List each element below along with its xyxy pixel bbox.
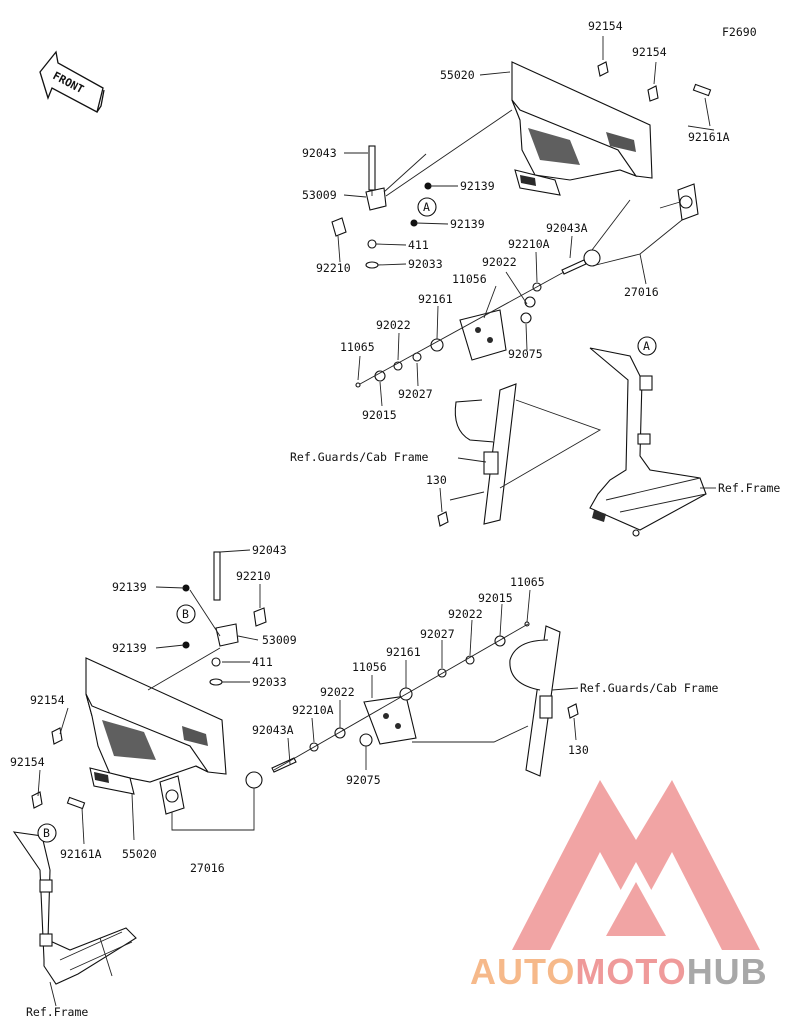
label-92043a-lower: 92043A <box>252 723 294 737</box>
label-130-lower: 130 <box>568 743 589 757</box>
callout-b-frame <box>37 823 57 843</box>
vehicle-frame-lower <box>12 831 137 985</box>
label-92022-lower-1: 92022 <box>448 607 483 621</box>
label-92139-upper-1: 92139 <box>460 179 495 193</box>
box-55020-lower <box>85 657 227 795</box>
label-92043-lower: 92043 <box>252 543 287 557</box>
label-27016-upper: 27016 <box>624 285 659 299</box>
box-55020-upper <box>511 61 653 196</box>
label-92161-lower: 92161 <box>386 645 421 659</box>
label-92075-lower: 92075 <box>346 773 381 787</box>
label-11065-lower: 11065 <box>510 575 545 589</box>
label-ref-frame-lower: Ref.Frame <box>26 1005 88 1019</box>
label-92022-lower-2: 92022 <box>320 685 355 699</box>
label-55020-upper: 55020 <box>440 68 475 82</box>
label-92022-upper-1: 92022 <box>482 255 517 269</box>
watermark-moto: MOTO <box>575 951 686 992</box>
label-92075-upper: 92075 <box>508 347 543 361</box>
cab-frame-lower <box>412 625 579 777</box>
label-92154-lower-1: 92154 <box>30 693 65 707</box>
label-92027-upper: 92027 <box>398 387 433 401</box>
clip-92161a-lower <box>66 796 86 810</box>
upper-assembly: A <box>290 19 780 537</box>
label-11065-upper: 11065 <box>340 340 375 354</box>
label-411-lower: 411 <box>252 655 273 669</box>
label-27016-lower: 27016 <box>190 861 225 875</box>
callout-b-frame-label: B <box>43 826 50 840</box>
label-53009-lower: 53009 <box>262 633 297 647</box>
callout-a-frame-label: A <box>643 339 650 353</box>
svg-text:AUTOMOTOHUB: AUTOMOTOHUB <box>470 951 768 992</box>
handle-27016-lower <box>159 771 263 831</box>
watermark-hub: HUB <box>687 951 768 992</box>
label-53009-upper: 53009 <box>302 188 337 202</box>
label-55020-lower: 55020 <box>122 847 157 861</box>
label-92154-upper-2: 92154 <box>632 45 667 59</box>
label-92161-upper: 92161 <box>418 292 453 306</box>
label-92154-lower-2: 92154 <box>10 755 45 769</box>
label-92154-upper-1: 92154 <box>588 19 623 33</box>
callout-a-frame <box>637 336 657 356</box>
label-92210a-upper: 92210A <box>508 237 550 251</box>
label-92161a-lower: 92161A <box>60 847 102 861</box>
label-130-upper: 130 <box>426 473 447 487</box>
screw-92154-lower-a <box>51 727 63 745</box>
label-92210-upper: 92210 <box>316 261 351 275</box>
screw-92154-lower-b <box>31 791 43 809</box>
callout-b-lower-label: B <box>182 607 189 621</box>
label-92139-upper-2: 92139 <box>450 217 485 231</box>
label-92015-upper: 92015 <box>362 408 397 422</box>
callout-a-upper <box>417 197 437 217</box>
label-92139-lower-2: 92139 <box>112 641 147 655</box>
label-92015-lower: 92015 <box>478 591 513 605</box>
hinge-chain-lower <box>271 621 530 773</box>
label-92139-lower-1: 92139 <box>112 580 147 594</box>
label-11056-lower: 11056 <box>352 660 387 674</box>
screw-92154-upper-b <box>647 61 659 102</box>
leaders-lower <box>37 549 579 1007</box>
label-92161a-upper: 92161A <box>688 130 730 144</box>
label-92043-upper: 92043 <box>302 146 337 160</box>
cab-frame-upper <box>437 383 602 527</box>
label-ref-frame-upper: Ref.Frame <box>718 481 780 495</box>
watermark-auto: AUTO <box>470 951 575 992</box>
lower-assembly: B <box>10 543 719 1019</box>
handle-27016-upper <box>583 183 699 267</box>
leaders-upper <box>337 71 716 513</box>
label-92022-upper-2: 92022 <box>376 318 411 332</box>
label-92033-upper: 92033 <box>408 257 443 271</box>
hinge-53009-upper <box>331 109 513 269</box>
callout-a-upper-label: A <box>423 200 430 214</box>
diagram-code: F2690 <box>722 25 757 39</box>
label-92210a-lower: 92210A <box>292 703 334 717</box>
clip-92161a-upper <box>692 83 712 97</box>
label-ref-guards-upper: Ref.Guards/Cab Frame <box>290 450 429 464</box>
label-92033-lower: 92033 <box>252 675 287 689</box>
callout-b-lower <box>176 604 196 624</box>
vehicle-frame-upper <box>589 347 707 537</box>
label-11056-upper: 11056 <box>452 272 487 286</box>
label-92043a-upper: 92043A <box>546 221 588 235</box>
hinge-chain-upper <box>355 259 587 388</box>
automotohub-logo: AUTOMOTOHUB <box>470 780 768 992</box>
label-ref-guards-lower: Ref.Guards/Cab Frame <box>580 681 719 695</box>
label-92027-lower: 92027 <box>420 627 455 641</box>
front-arrow-icon: FRONT <box>39 50 105 113</box>
label-411-upper: 411 <box>408 238 429 252</box>
label-92210-lower: 92210 <box>236 569 271 583</box>
screw-92154-upper-a <box>597 36 609 77</box>
